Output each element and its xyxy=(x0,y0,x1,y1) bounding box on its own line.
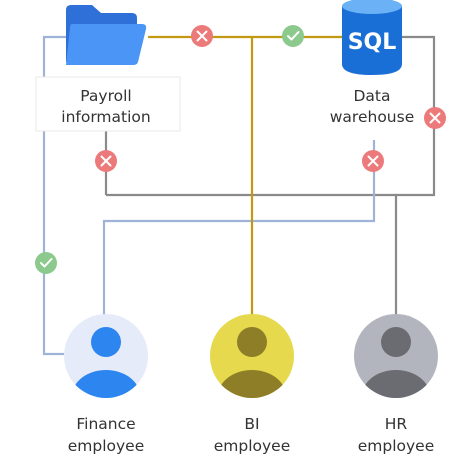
hr-label-line-2: employee xyxy=(358,437,435,455)
payroll-label-box xyxy=(35,76,181,132)
cross-icon xyxy=(429,112,441,124)
finance-employee-avatar xyxy=(64,314,148,398)
checkmark-icon xyxy=(40,258,53,268)
finance-to-warehouse-line xyxy=(102,140,376,318)
badge-hr-payroll-denied xyxy=(95,150,117,172)
cross-icon xyxy=(367,155,379,167)
finance-label-line-1: Finance xyxy=(76,415,135,433)
person-icon xyxy=(72,327,140,398)
cross-icon xyxy=(196,30,208,42)
badge-bi-payroll-denied xyxy=(191,25,213,47)
badge-bi-warehouse-allowed xyxy=(282,25,304,47)
bi-label-line-1: BI xyxy=(244,415,259,433)
warehouse-label-line-1: Data xyxy=(353,87,390,105)
bi-label-line-2: employee xyxy=(214,437,291,455)
payroll-label-line-2: information xyxy=(61,108,150,126)
badge-hr-warehouse-denied xyxy=(424,107,446,129)
checkmark-icon xyxy=(287,31,300,41)
warehouse-label-box xyxy=(310,80,422,132)
sql-icon-text: SQL xyxy=(348,30,397,55)
folder-icon xyxy=(66,5,147,65)
warehouse-label-line-2: warehouse xyxy=(330,108,415,126)
person-icon xyxy=(218,327,286,398)
finance-to-payroll-line xyxy=(42,35,66,356)
badge-finance-warehouse-denied xyxy=(362,150,384,172)
sql-database-icon: SQL xyxy=(342,0,402,75)
finance-label-line-2: employee xyxy=(68,437,145,455)
hr-label-line-1: HR xyxy=(385,415,408,433)
hr-to-warehouse-line xyxy=(394,35,436,318)
person-icon xyxy=(362,327,430,398)
cross-icon xyxy=(100,155,112,167)
badge-finance-payroll-allowed xyxy=(35,252,57,274)
bi-employee-avatar xyxy=(210,314,294,398)
hr-employee-avatar xyxy=(354,314,438,398)
payroll-label-line-1: Payroll xyxy=(80,87,131,105)
